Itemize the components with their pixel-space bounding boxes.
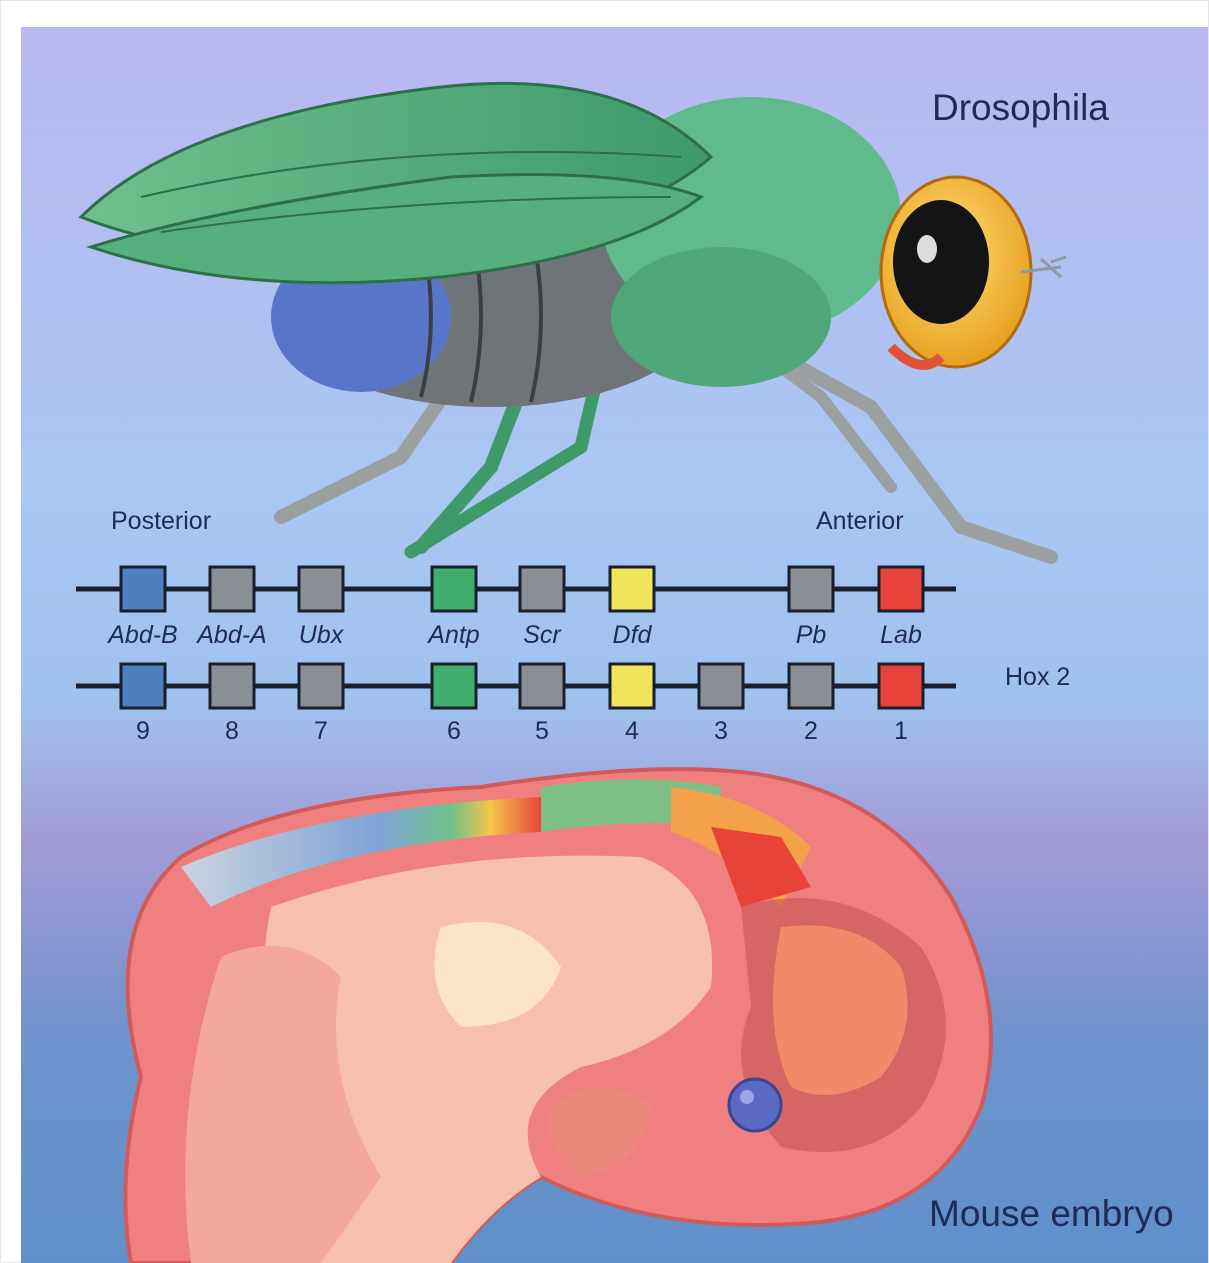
fly-gene-box-scr [520, 567, 564, 611]
fly-gene-box-abd-b [121, 567, 165, 611]
mouse-embryo-label: Mouse embryo [929, 1193, 1174, 1235]
hox2-gene-number-9: 9 [93, 717, 193, 746]
fly-gene-box-lab [879, 567, 923, 611]
fly-gene-name-abd-b: Abd-B [93, 621, 193, 650]
fly-gene-box-antp [432, 567, 476, 611]
fly-gene-box-ubx [299, 567, 343, 611]
hox2-gene-box-3 [699, 664, 743, 708]
hox2-gene-box-6 [432, 664, 476, 708]
posterior-label: Posterior [111, 507, 211, 536]
hox2-label: Hox 2 [1005, 663, 1070, 692]
fly-gene-name-antp: Antp [404, 621, 504, 650]
hox2-gene-number-2: 2 [761, 717, 861, 746]
fly-gene-box-pb [789, 567, 833, 611]
hox2-gene-box-8 [210, 664, 254, 708]
fly-gene-name-dfd: Dfd [582, 621, 682, 650]
hox2-gene-number-4: 4 [582, 717, 682, 746]
hox2-gene-boxes [121, 664, 923, 708]
hox2-gene-box-5 [520, 664, 564, 708]
fly-gene-box-abd-a [210, 567, 254, 611]
fly-gene-name-pb: Pb [761, 621, 861, 650]
anterior-label: Anterior [816, 507, 904, 536]
fly-gene-name-ubx: Ubx [271, 621, 371, 650]
hox2-gene-number-3: 3 [671, 717, 771, 746]
fly-gene-name-lab: Lab [851, 621, 951, 650]
hox2-gene-box-1 [879, 664, 923, 708]
fly-gene-box-dfd [610, 567, 654, 611]
fly-gene-name-abd-a: Abd-A [182, 621, 282, 650]
hox-illustration: Drosophila Posterior Anterior Hox 2 Mous… [21, 27, 1208, 1263]
hox2-gene-box-7 [299, 664, 343, 708]
hox2-gene-number-7: 7 [271, 717, 371, 746]
hox2-gene-number-1: 1 [851, 717, 951, 746]
hox2-gene-number-8: 8 [182, 717, 282, 746]
hox2-gene-number-6: 6 [404, 717, 504, 746]
hox2-gene-box-9 [121, 664, 165, 708]
drosophila-label: Drosophila [932, 87, 1109, 129]
hox2-gene-box-2 [789, 664, 833, 708]
fly-gene-name-scr: Scr [492, 621, 592, 650]
fly-gene-boxes [121, 567, 923, 611]
hox2-gene-number-5: 5 [492, 717, 592, 746]
hox2-gene-box-4 [610, 664, 654, 708]
